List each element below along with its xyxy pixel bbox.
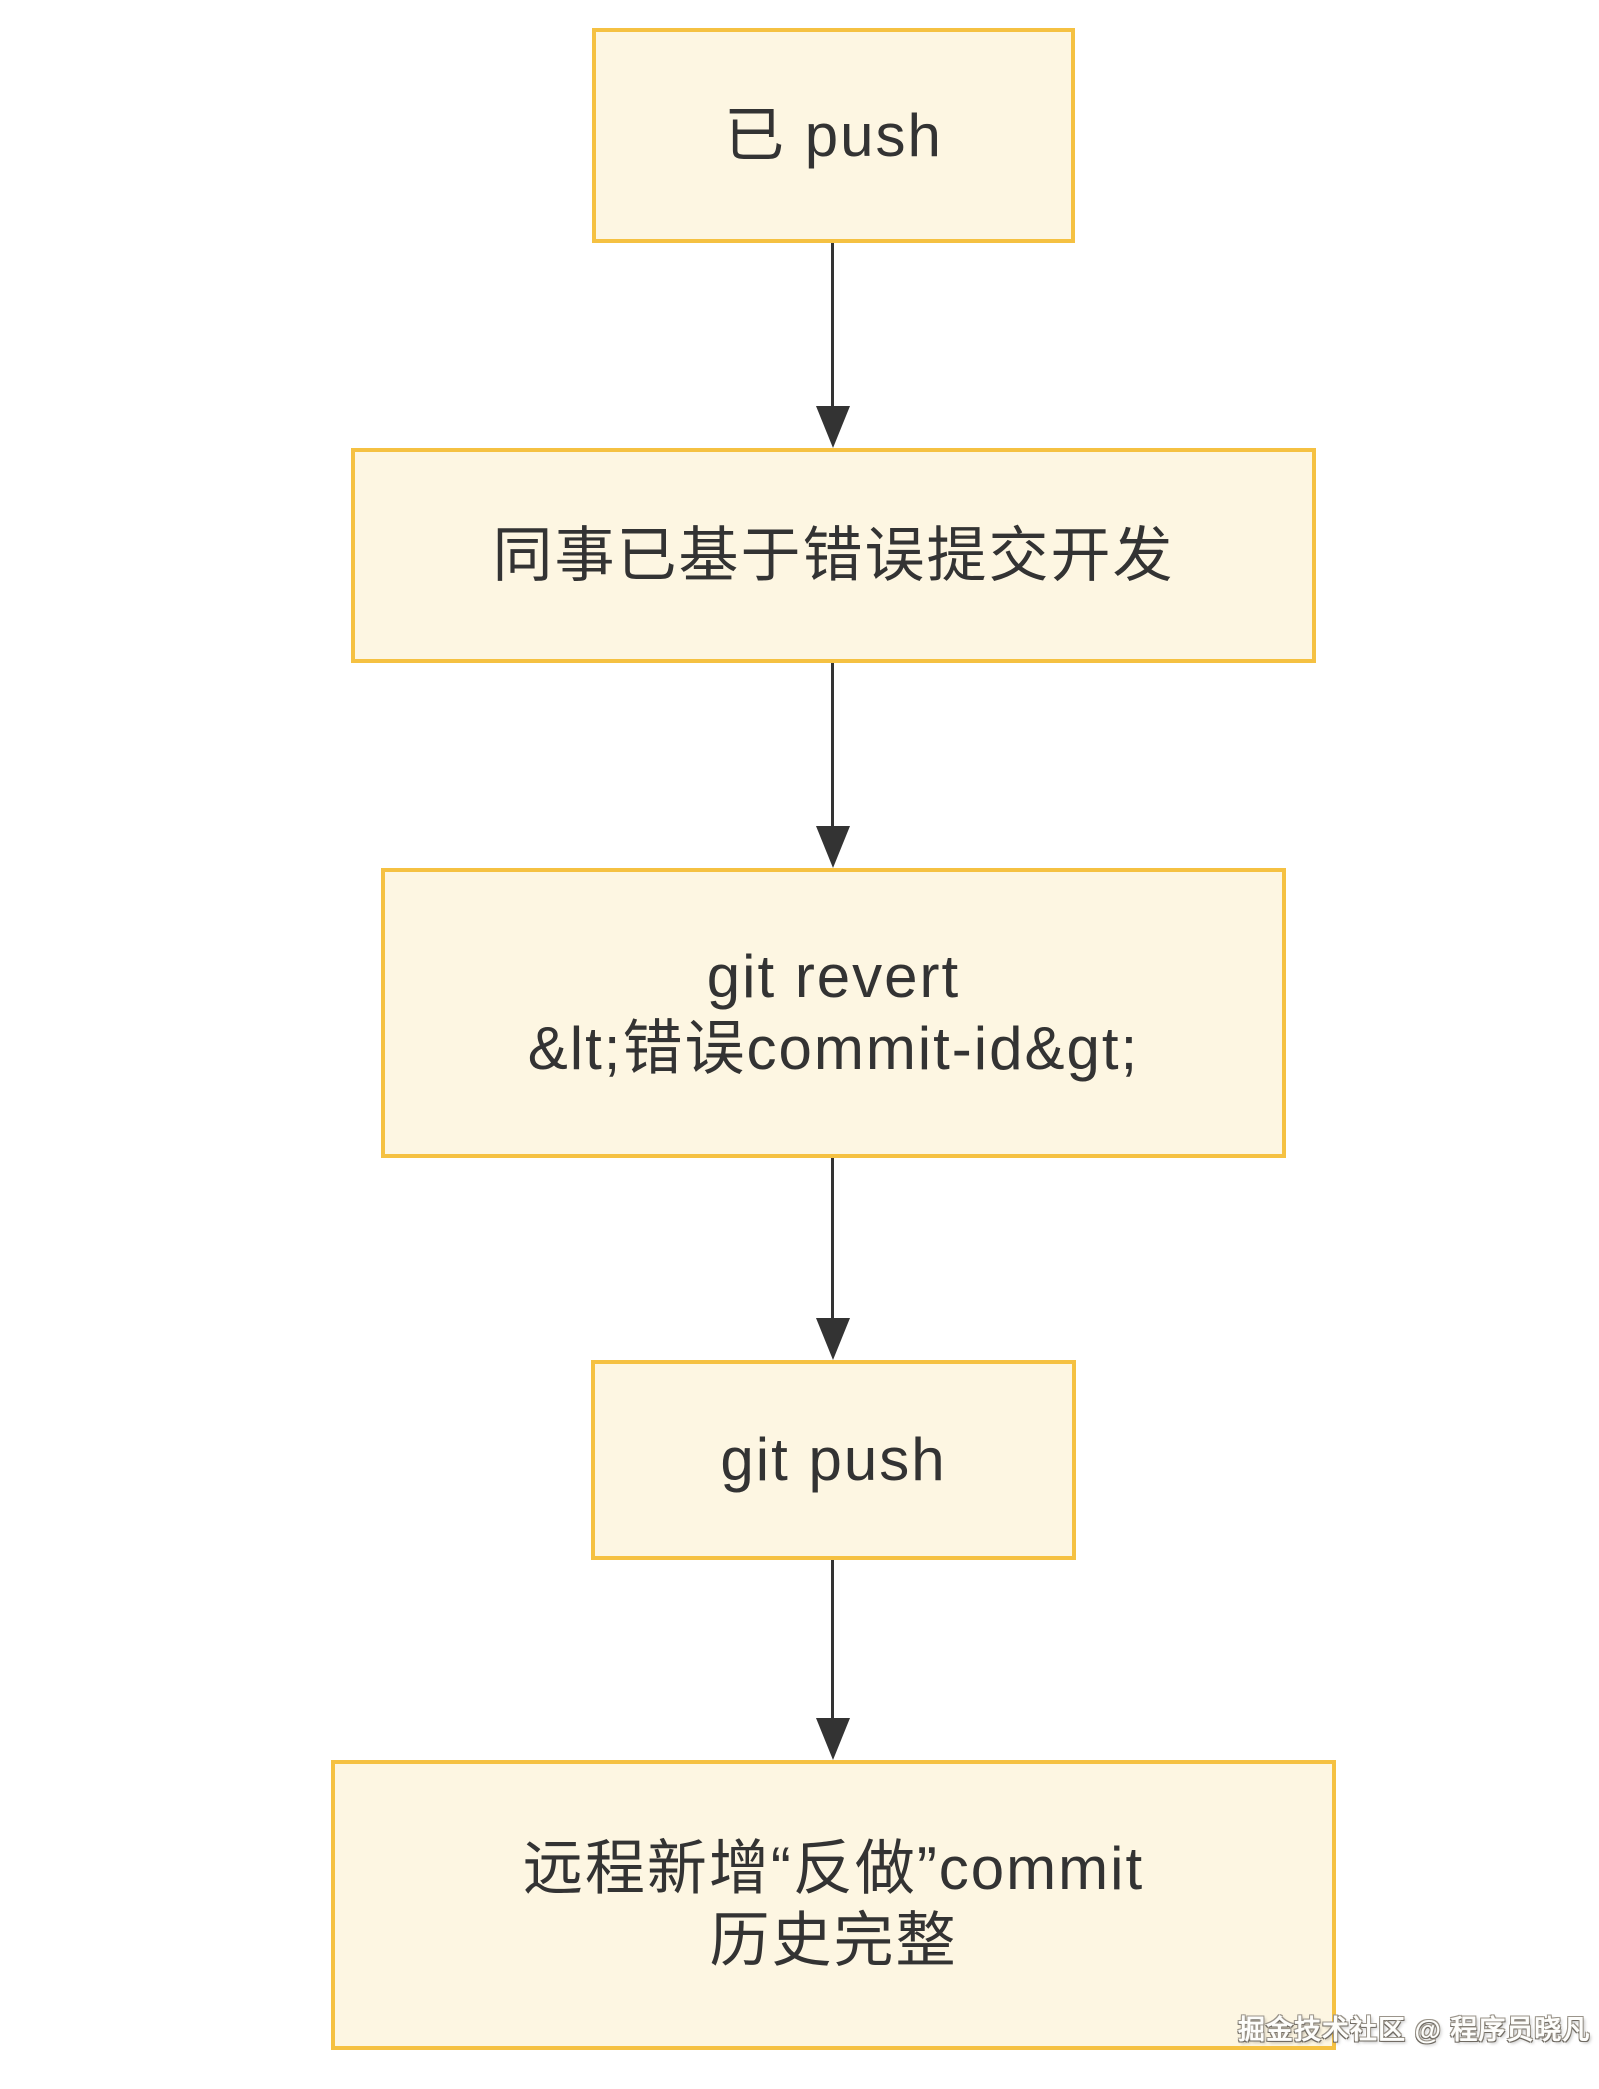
arrow-down-icon xyxy=(816,1318,850,1360)
arrow-line-3 xyxy=(831,1158,834,1320)
arrow-line-1 xyxy=(831,243,834,408)
node-label: git push xyxy=(720,1426,947,1493)
node-label: 已 push xyxy=(724,101,943,169)
arrow-line-4 xyxy=(831,1560,834,1720)
arrow-down-icon xyxy=(816,406,850,448)
flow-node-remote-undo: 远程新增“反做”commit 历史完整 xyxy=(331,1760,1336,2050)
flow-node-git-push: git push xyxy=(591,1360,1076,1560)
flow-node-colleague-dev: 同事已基于错误提交开发 xyxy=(351,448,1316,663)
arrow-down-icon xyxy=(816,1718,850,1760)
node-label-line-1: 远程新增“反做”commit xyxy=(522,1835,1145,1902)
node-label-line-2: 历史完整 xyxy=(709,1907,958,1974)
watermark: 掘金技术社区 @ 程序员晓凡 xyxy=(1238,2015,1591,2045)
node-label-line-1: git revert xyxy=(706,943,961,1010)
node-label-line-2: &lt;错误commit-id&gt; xyxy=(527,1015,1140,1082)
flow-node-git-revert: git revert &lt;错误commit-id&gt; xyxy=(381,868,1286,1158)
flow-node-pushed: 已 push xyxy=(592,28,1075,243)
arrow-down-icon xyxy=(816,826,850,868)
arrow-line-2 xyxy=(831,663,834,828)
node-label: 同事已基于错误提交开发 xyxy=(492,521,1175,589)
